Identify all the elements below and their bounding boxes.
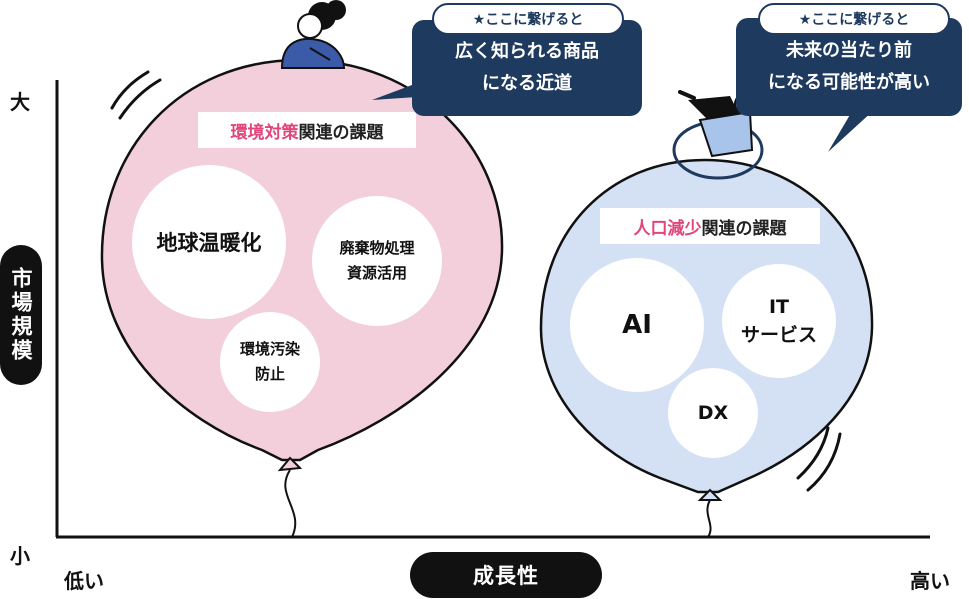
- issue-circle-dx: DX: [668, 368, 758, 458]
- issue-circle-waste-processing: 廃棄物処理 資源活用: [312, 196, 442, 326]
- callout-line1: 未来の当たり前: [786, 40, 912, 61]
- issue-label-line1: IT: [768, 296, 790, 318]
- issue-circle-it-services: IT サービス: [722, 264, 836, 378]
- issue-label-line1: 廃棄物処理: [339, 239, 415, 257]
- population-label-rest: 関連の課題: [701, 218, 787, 239]
- x-axis-low-label: 低い: [64, 569, 104, 593]
- callout-line2: になる可能性が高い: [768, 72, 930, 93]
- callout-bubble-left: 広く知られる商品 になる近道: [412, 20, 642, 116]
- issue-circle-ai: AI: [570, 258, 704, 392]
- environment-label-rest: 関連の課題: [298, 122, 384, 143]
- population-balloon-string: [706, 499, 712, 538]
- motion-lines-right: [796, 426, 842, 492]
- issue-circle-global-warming: 地球温暖化: [132, 165, 286, 319]
- callout-chip-left: ★ここに繋げると: [432, 3, 624, 35]
- population-label-accent: 人口減少: [633, 218, 702, 239]
- issue-label-line1: 環境汚染: [239, 340, 300, 358]
- environment-label-accent: 環境対策: [230, 122, 299, 143]
- callout-line2: になる近道: [482, 73, 572, 94]
- issue-label: 地球温暖化: [156, 231, 262, 255]
- motion-lines-left: [110, 70, 162, 120]
- x-axis-high-label: 高い: [910, 569, 950, 593]
- y-axis-high-label: 大: [10, 90, 30, 114]
- environment-balloon-string: [284, 469, 297, 538]
- issue-label-line2: 資源活用: [346, 264, 407, 282]
- environment-balloon-shape: [100, 58, 504, 462]
- environment-balloon-knot: [277, 456, 303, 472]
- y-axis-low-label: 小: [10, 544, 30, 568]
- callout-chip-right: ★ここに繋げると: [758, 3, 950, 35]
- person-illustration-left: [280, 0, 346, 69]
- issue-label: DX: [697, 402, 729, 424]
- issue-label: AI: [622, 310, 652, 340]
- x-axis-title: 成長性: [410, 552, 602, 598]
- issue-label-line2: 防止: [254, 365, 285, 383]
- callout-tail-right: [828, 108, 874, 152]
- environment-balloon-label: 環境対策関連の課題: [198, 112, 416, 148]
- callout-line1: 広く知られる商品: [455, 41, 599, 62]
- y-axis-title: 市場規模: [0, 245, 42, 385]
- issue-circle-pollution-prevention: 環境汚染 防止: [220, 312, 320, 412]
- issue-label-line2: サービス: [740, 324, 817, 346]
- population-balloon-label: 人口減少関連の課題: [600, 208, 820, 244]
